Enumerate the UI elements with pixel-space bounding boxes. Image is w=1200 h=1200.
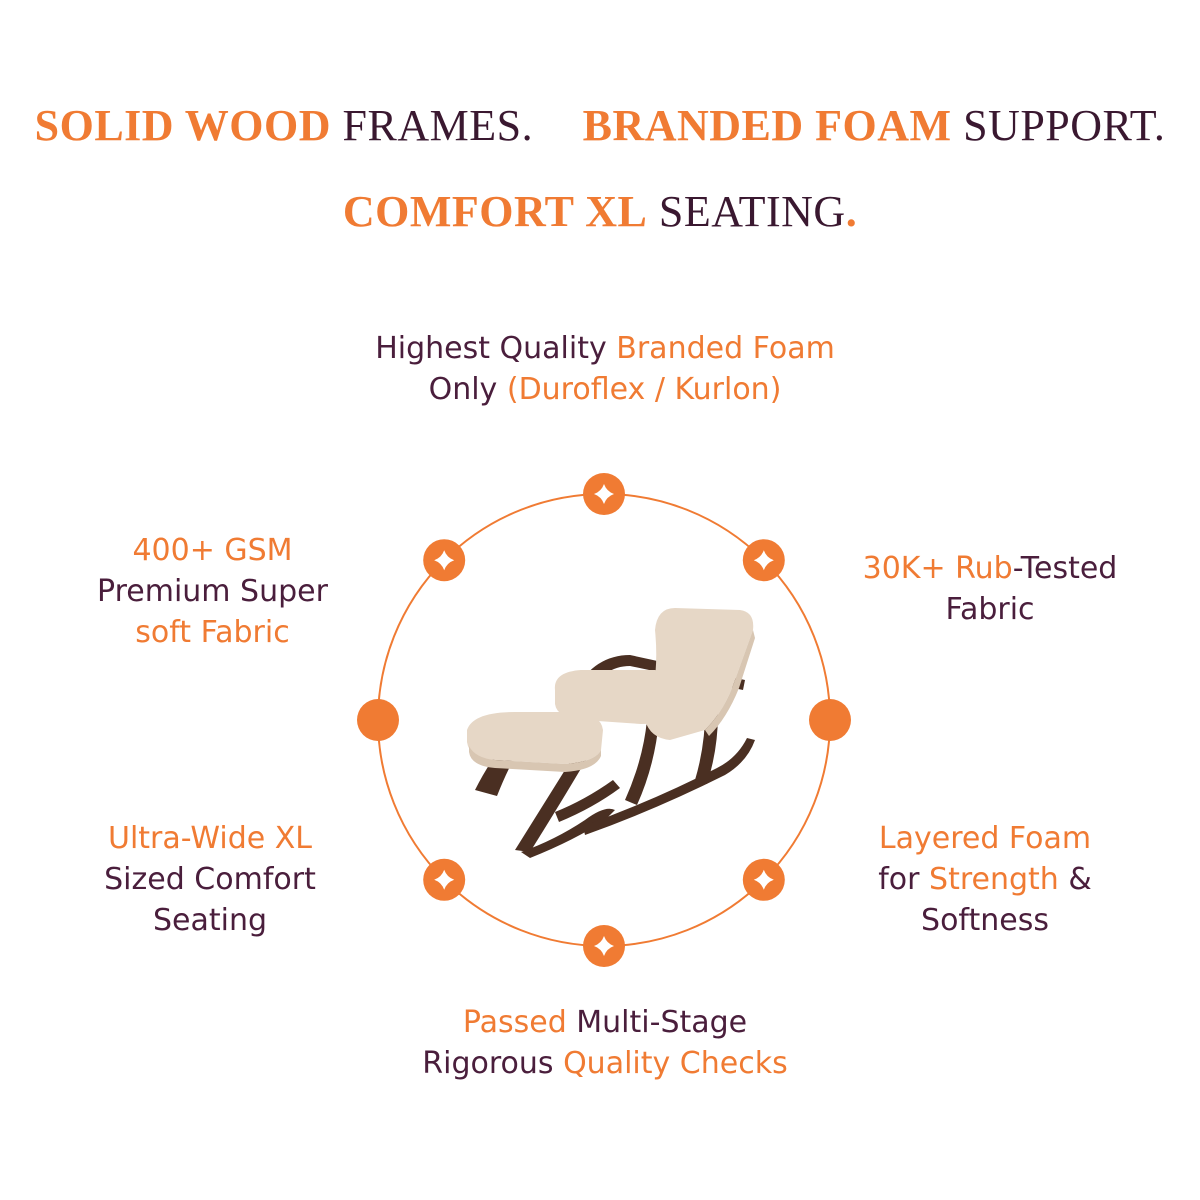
headline-solid-wood: SOLID WOOD [34, 101, 332, 150]
rocking-chair-image [467, 608, 755, 858]
feature-text: Softness [921, 903, 1049, 938]
feature-highlight: Passed [462, 1005, 567, 1040]
feature-ultra-wide: Ultra-Wide XL Sized Comfort Seating [50, 818, 370, 941]
feature-text: -Tested [1012, 551, 1118, 586]
feature-highlight: Layered Foam [878, 821, 1092, 856]
feature-gsm-fabric: 400+ GSM Premium Super soft Fabric [50, 530, 375, 653]
headline-support: SUPPORT. [963, 101, 1166, 150]
sparkle-icon [423, 858, 466, 901]
feature-highlight: soft Fabric [135, 615, 290, 650]
headline-line-2: COMFORT XL SEATING. [0, 186, 1200, 237]
feature-highlight: Quality Checks [563, 1046, 788, 1081]
feature-layered-foam: Layered Foam for Strength & Softness [830, 818, 1140, 941]
sparkle-icon [742, 539, 785, 582]
headline-line-1: SOLID WOOD FRAMES. BRANDED FOAM SUPPORT. [0, 100, 1200, 151]
headline-comfort-xl: COMFORT XL [342, 187, 648, 236]
feature-text: Only [428, 372, 507, 407]
sparkle-icon [583, 473, 625, 515]
feature-text: & [1058, 862, 1092, 897]
sparkle-icon [423, 539, 466, 582]
headline-frames: FRAMES. [342, 101, 534, 150]
feature-quality-checks: Passed Multi-Stage Rigorous Quality Chec… [300, 1002, 910, 1084]
feature-highlight: Branded Foam [616, 331, 835, 366]
feature-highlight: Strength [929, 862, 1059, 897]
feature-rub-tested: 30K+ Rub-Tested Fabric [830, 548, 1150, 630]
feature-text: for [878, 862, 930, 897]
feature-highlight: 400+ GSM [132, 533, 293, 568]
sparkle-icon [583, 925, 625, 967]
feature-text: Rigorous [422, 1046, 564, 1081]
headline-branded-foam: BRANDED FOAM [582, 101, 952, 150]
dot-icon [809, 699, 851, 741]
feature-branded-foam: Highest Quality Branded Foam Only (Durof… [300, 328, 910, 410]
feature-text: Seating [152, 903, 268, 938]
feature-text: Highest Quality [375, 331, 617, 366]
feature-text: Fabric [945, 592, 1035, 627]
sparkle-icon [742, 858, 785, 901]
headline-seating: SEATING [658, 187, 846, 236]
feature-text: Premium Super [97, 574, 328, 609]
feature-text: Multi-Stage [566, 1005, 748, 1040]
feature-highlight: Ultra-Wide XL [107, 821, 313, 856]
headline-period: . [845, 187, 858, 236]
feature-highlight: 30K+ Rub [862, 551, 1013, 586]
dot-icon [357, 699, 399, 741]
feature-text: Sized Comfort [104, 862, 316, 897]
feature-highlight: (Duroflex / Kurlon) [506, 372, 782, 407]
